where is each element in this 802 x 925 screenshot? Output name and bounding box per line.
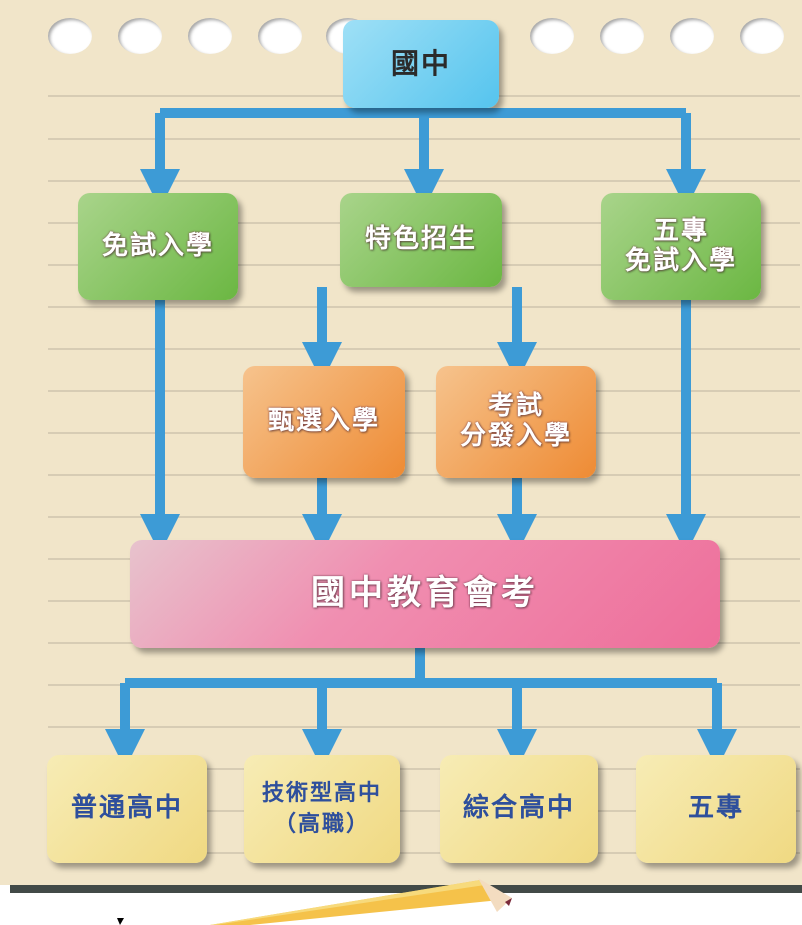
bottom-divider xyxy=(10,885,802,893)
node-junior-high: 國中 xyxy=(343,20,499,108)
node-general-high-school: 普通高中 xyxy=(47,755,207,863)
node-comprehensive-assessment: 國中教育會考 xyxy=(130,540,720,648)
binder-hole xyxy=(740,18,784,54)
node-vocational-line2: （高職） xyxy=(273,812,370,837)
node-selection-admission-label: 甄選入學 xyxy=(267,406,380,437)
node-vocational-line1: 技術型高中 xyxy=(261,780,382,806)
node-vocational-high-school: 技術型高中 （高職） xyxy=(244,755,400,863)
node-general-high-school-label: 普通高中 xyxy=(70,793,183,824)
node-junior-high-label: 國中 xyxy=(390,46,451,80)
node-junior-college: 五專 xyxy=(636,755,796,863)
node-comprehensive-high-school: 綜合高中 xyxy=(440,755,598,863)
node-exam-distribution-line1: 考試 xyxy=(487,391,544,422)
ruled-line xyxy=(48,348,800,350)
binder-hole xyxy=(530,18,574,54)
binder-hole xyxy=(258,18,302,54)
node-exam-distribution: 考試 分發入學 xyxy=(436,366,596,478)
node-special-recruitment: 特色招生 xyxy=(340,193,502,287)
binder-hole xyxy=(118,18,162,54)
ruled-line xyxy=(48,684,800,686)
ruled-line xyxy=(48,138,800,140)
binder-hole xyxy=(188,18,232,54)
ruled-line xyxy=(48,306,800,308)
binder-hole xyxy=(670,18,714,54)
node-exam-free-admission: 免試入學 xyxy=(78,193,238,300)
ruled-line xyxy=(48,768,800,770)
node-special-recruitment-label: 特色招生 xyxy=(364,224,477,255)
ruled-line xyxy=(48,810,800,812)
node-five-year-line2: 免試入學 xyxy=(624,245,737,276)
node-selection-admission: 甄選入學 xyxy=(243,366,405,478)
ruled-line xyxy=(48,516,800,518)
node-junior-college-label: 五專 xyxy=(687,793,744,824)
ruled-line xyxy=(48,180,800,182)
node-five-year-line1: 五專 xyxy=(652,215,709,246)
ruled-line xyxy=(48,390,800,392)
ruled-line xyxy=(48,432,800,434)
node-comprehensive-high-school-label: 綜合高中 xyxy=(462,793,575,824)
binder-hole xyxy=(48,18,92,54)
ruled-line xyxy=(48,852,800,854)
node-exam-distribution-line2: 分發入學 xyxy=(459,421,572,451)
node-five-year-exam-free: 五專 免試入學 xyxy=(601,193,761,300)
node-comprehensive-assessment-label: 國中教育會考 xyxy=(311,573,539,614)
paper-bottom-edge xyxy=(0,885,802,925)
ruled-line xyxy=(48,726,800,728)
ruled-line xyxy=(48,474,800,476)
binder-hole xyxy=(600,18,644,54)
node-exam-free-admission-label: 免試入學 xyxy=(101,230,214,261)
